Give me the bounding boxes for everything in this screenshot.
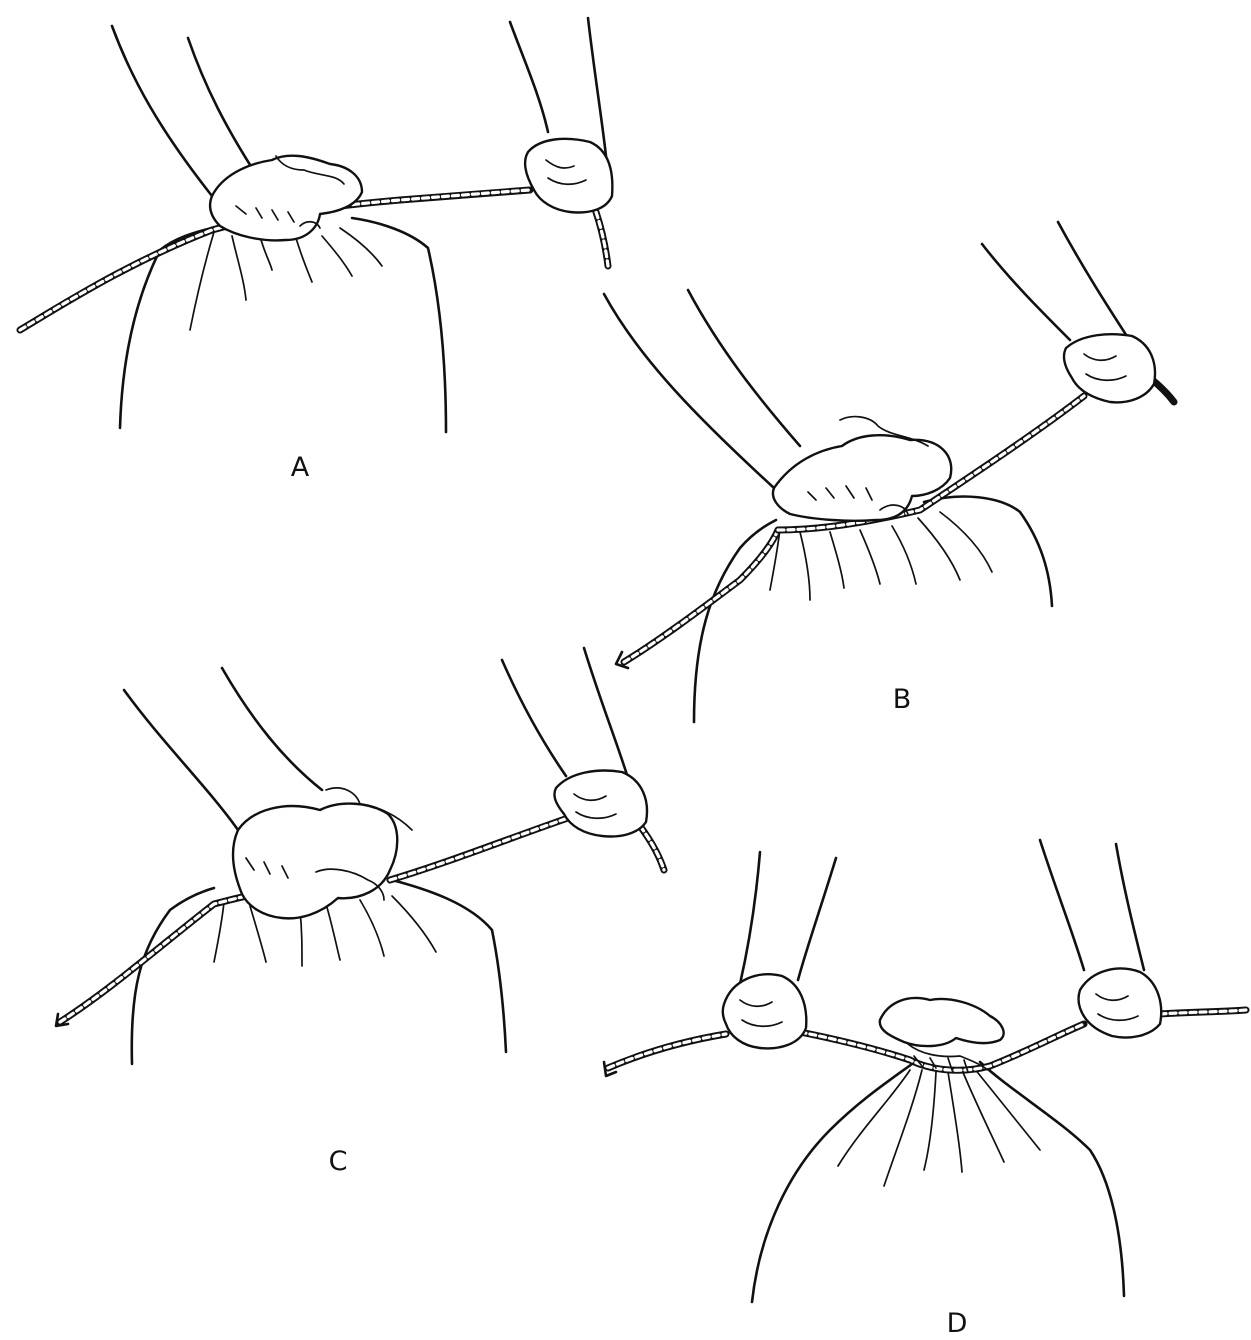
left-arm-d — [723, 852, 836, 1048]
panel-d — [604, 840, 1246, 1302]
sack-d — [752, 1062, 1124, 1302]
panel-a — [20, 18, 612, 432]
right-arm-a — [510, 18, 612, 212]
panel-label-d: D — [947, 1308, 968, 1339]
right-arm-d — [1040, 840, 1161, 1038]
left-arm-a — [112, 26, 362, 240]
left-arm-b — [604, 290, 951, 521]
panel-label-a: A — [291, 452, 310, 483]
right-arm-c — [502, 648, 647, 836]
panel-c — [56, 648, 664, 1064]
rope-b — [616, 378, 1174, 668]
panel-label-b: B — [893, 684, 912, 715]
panel-b — [604, 222, 1174, 722]
left-arm-c — [124, 668, 412, 918]
sack-b — [694, 497, 1052, 722]
right-arm-b — [982, 222, 1155, 402]
knot-d — [880, 998, 1004, 1072]
panel-label-c: C — [329, 1146, 348, 1177]
